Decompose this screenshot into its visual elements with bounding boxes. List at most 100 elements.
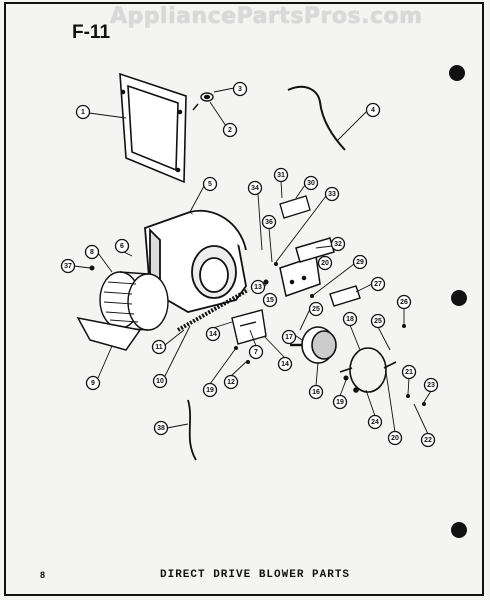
callout-number: 26 xyxy=(400,299,408,306)
callout-number: 14 xyxy=(209,331,217,338)
callout-circle xyxy=(247,180,263,196)
callout-circle xyxy=(317,255,333,271)
callout-20: 20 xyxy=(317,255,333,271)
part-capacitor xyxy=(329,285,361,307)
callout-27: 27 xyxy=(370,276,386,292)
callout-17: 17 xyxy=(281,329,297,345)
callout-circle xyxy=(396,294,412,310)
callout-circle xyxy=(308,301,324,317)
callout-7: 7 xyxy=(248,344,264,360)
callout-circle xyxy=(308,384,324,400)
callout-number: 12 xyxy=(227,379,235,386)
callout-18: 18 xyxy=(342,311,358,327)
page-border xyxy=(4,2,484,596)
callout-number: 20 xyxy=(321,260,329,267)
callout-circle xyxy=(420,432,436,448)
callout-36: 36 xyxy=(261,214,277,230)
callout-number: 5 xyxy=(208,181,212,188)
callout-number: 6 xyxy=(120,243,124,250)
callout-20b: 20 xyxy=(387,430,403,446)
callout-number: 3 xyxy=(238,86,242,93)
callout-circle xyxy=(370,313,386,329)
callout-number: 8 xyxy=(90,249,94,256)
callout-circle xyxy=(75,104,91,120)
callout-circle xyxy=(277,356,293,372)
part-motor-mount xyxy=(339,347,397,393)
callout-number: 27 xyxy=(374,281,382,288)
callout-circle xyxy=(202,176,218,192)
callout-circle xyxy=(85,375,101,391)
callout-26: 26 xyxy=(396,294,412,310)
callout-number: 22 xyxy=(424,437,432,444)
callout-circle xyxy=(330,236,346,252)
callout-circle xyxy=(114,238,130,254)
callout-number: 1 xyxy=(81,109,85,116)
callout-number: 34 xyxy=(251,185,259,192)
callout-circle xyxy=(202,382,218,398)
callout-16: 16 xyxy=(308,384,324,400)
callout-6: 6 xyxy=(114,238,130,254)
callout-circle xyxy=(261,214,277,230)
callout-number: 30 xyxy=(307,180,315,187)
binder-hole xyxy=(451,290,467,306)
callout-circle xyxy=(151,339,167,355)
callout-37: 37 xyxy=(60,258,76,274)
callout-number: 13 xyxy=(254,284,262,291)
callout-3: 3 xyxy=(232,81,248,97)
binder-hole xyxy=(449,65,465,81)
callout-5: 5 xyxy=(202,176,218,192)
callout-22: 22 xyxy=(420,432,436,448)
callout-25: 25 xyxy=(308,301,324,317)
callout-circle xyxy=(303,175,319,191)
callout-8: 8 xyxy=(84,244,100,260)
callout-number: 4 xyxy=(371,107,375,114)
binder-hole xyxy=(451,522,467,538)
callout-number: 21 xyxy=(405,369,413,376)
callout-circle xyxy=(332,394,348,410)
callout-24: 24 xyxy=(367,414,383,430)
callout-circle xyxy=(152,373,168,389)
figure-label: F-11 xyxy=(72,22,111,43)
callout-14b: 14 xyxy=(277,356,293,372)
callout-number: 15 xyxy=(266,297,274,304)
callout-number: 37 xyxy=(64,263,72,270)
callout-number: 32 xyxy=(334,241,342,248)
callout-number: 16 xyxy=(312,389,320,396)
callout-38: 38 xyxy=(153,420,169,436)
callout-circle xyxy=(370,276,386,292)
part-blower-wheel xyxy=(99,271,169,331)
part-motor xyxy=(290,326,337,364)
callout-circle xyxy=(367,414,383,430)
callout-number: 17 xyxy=(285,334,293,341)
callout-12: 12 xyxy=(223,374,239,390)
callout-32: 32 xyxy=(330,236,346,252)
callout-30: 30 xyxy=(303,175,319,191)
callout-4: 4 xyxy=(365,102,381,118)
diagram-caption: DIRECT DRIVE BLOWER PARTS xyxy=(160,569,351,581)
callout-circle xyxy=(352,254,368,270)
callout-23: 23 xyxy=(423,377,439,393)
callout-circle xyxy=(273,167,289,183)
callout-number: 25 xyxy=(312,306,320,313)
callout-circle xyxy=(324,186,340,202)
leader-lines xyxy=(73,87,432,435)
callout-circle xyxy=(281,329,297,345)
callout-14: 14 xyxy=(205,326,221,342)
callout-number: 11 xyxy=(155,344,163,351)
callout-circle xyxy=(205,326,221,342)
callout-15: 15 xyxy=(262,292,278,308)
callout-circle xyxy=(387,430,403,446)
part-motor-bracket xyxy=(231,309,267,345)
callout-31: 31 xyxy=(273,167,289,183)
callout-circle xyxy=(365,102,381,118)
callout-circle xyxy=(401,364,417,380)
callout-number: 25 xyxy=(374,318,382,325)
callout-1: 1 xyxy=(75,104,91,120)
callout-circle xyxy=(250,279,266,295)
callout-number: 2 xyxy=(228,127,232,134)
callout-number: 14 xyxy=(281,361,289,368)
callout-number: 38 xyxy=(157,425,165,432)
callout-circle xyxy=(223,374,239,390)
callout-21: 21 xyxy=(401,364,417,380)
callout-25b: 25 xyxy=(370,313,386,329)
